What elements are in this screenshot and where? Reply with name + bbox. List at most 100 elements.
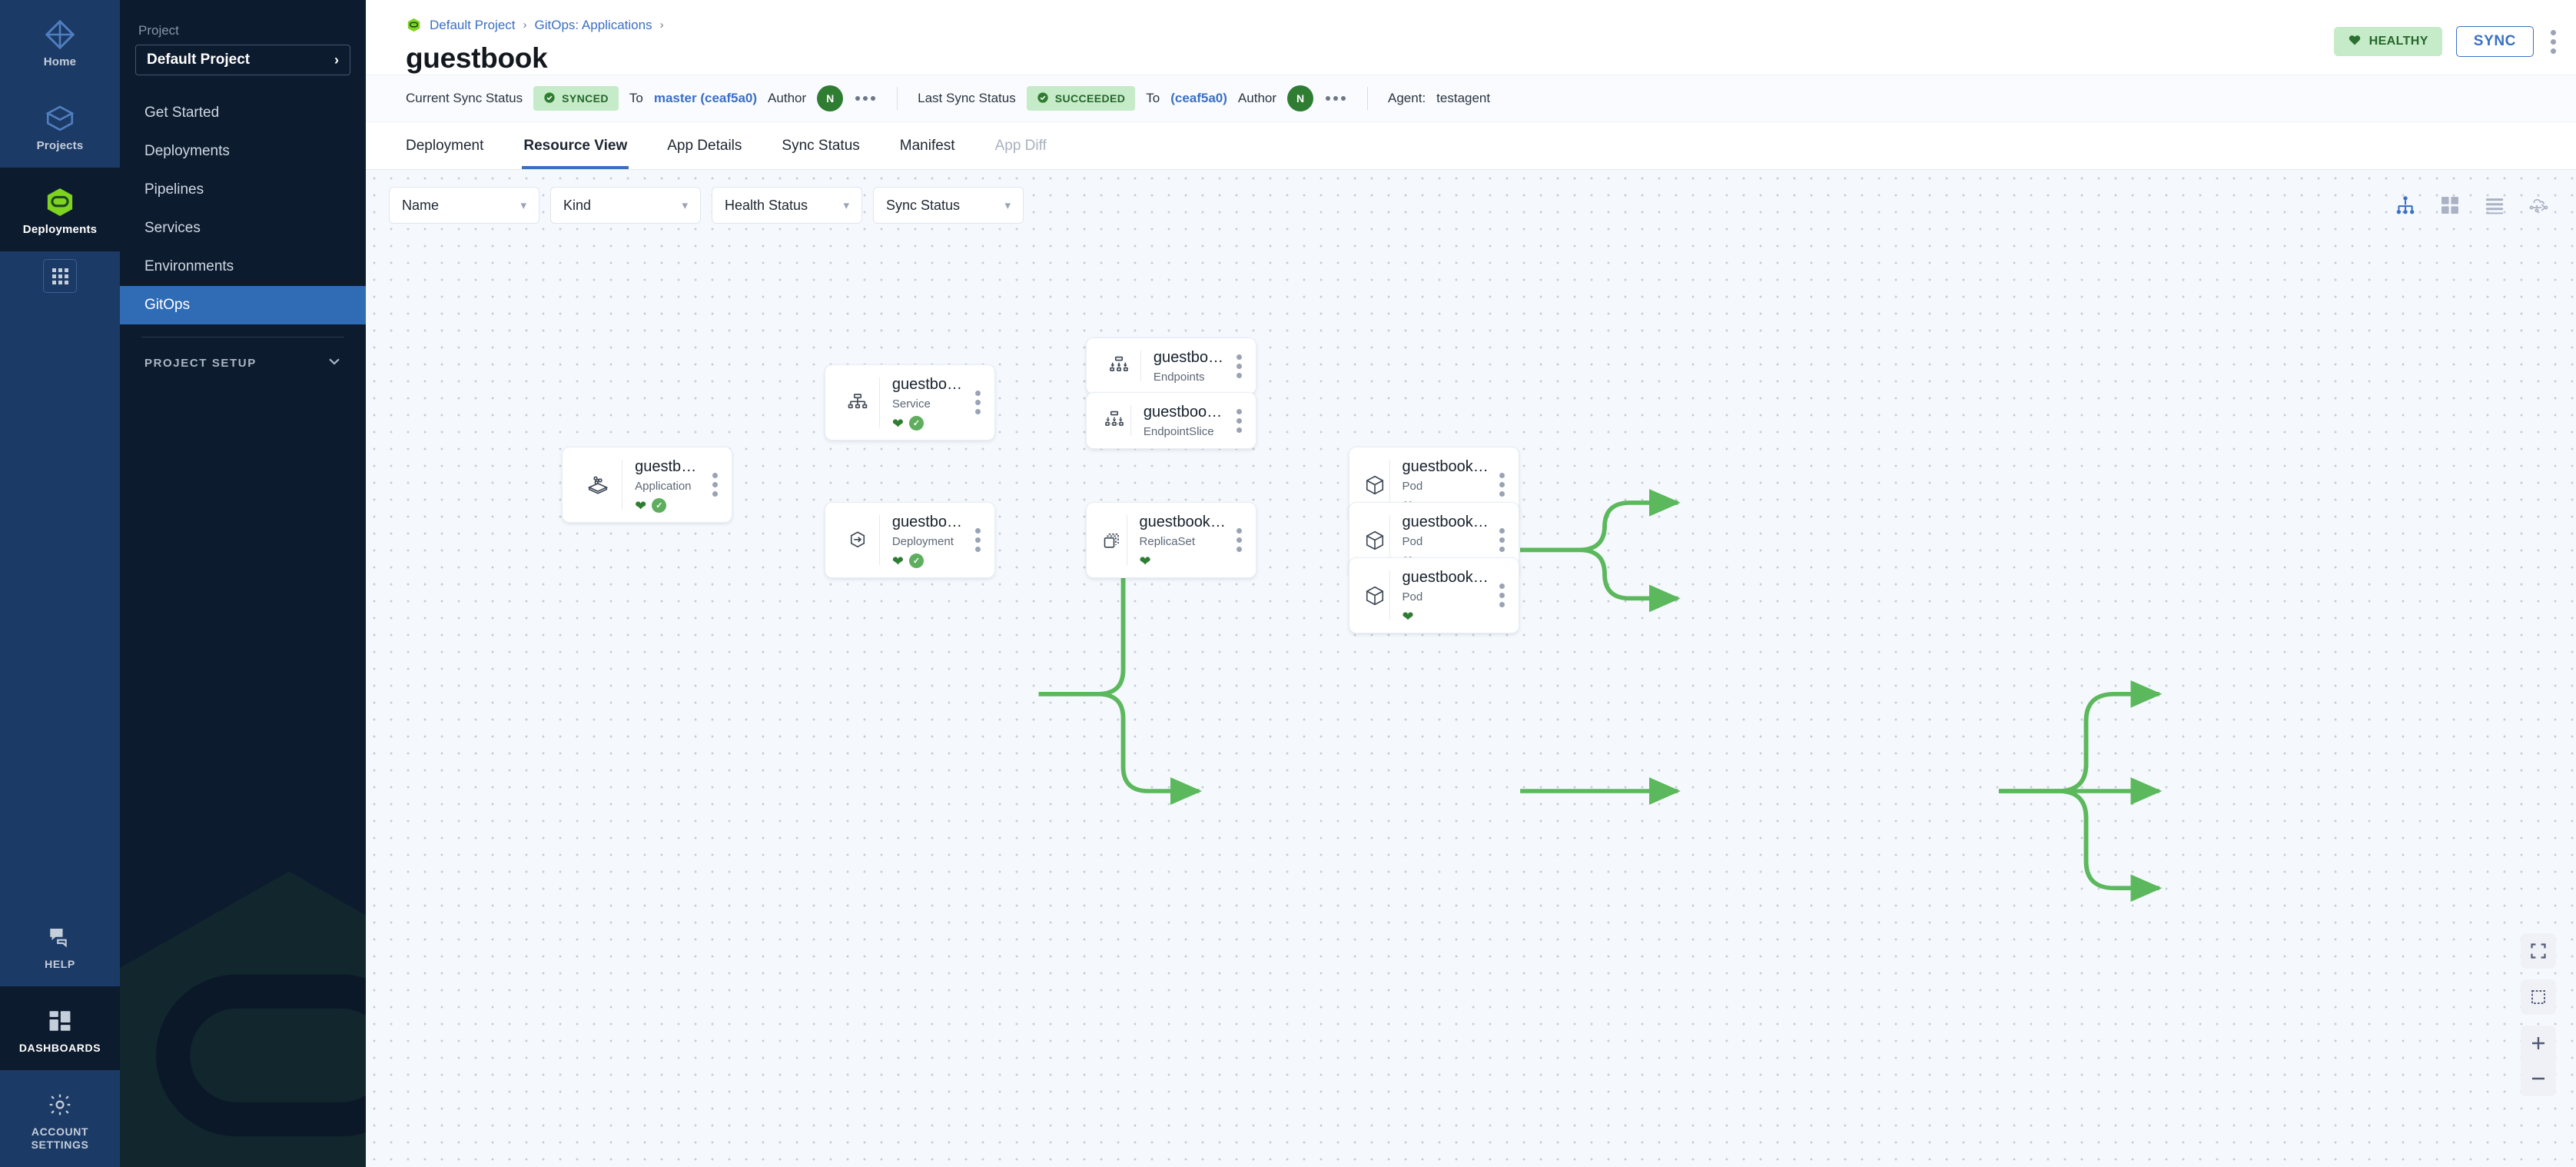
service-icon: [839, 391, 876, 414]
graph-node-service[interactable]: guestbook-ui Service ❤ ✓: [825, 364, 995, 441]
sync-check-icon: ✓: [908, 554, 924, 568]
node-kebab-vertical-icon[interactable]: [1229, 528, 1256, 552]
last-target-revision[interactable]: (ceaf5a0): [1170, 91, 1227, 105]
sidebar-item-environments[interactable]: Environments: [144, 258, 234, 274]
node-kebab-vertical-icon[interactable]: [1229, 354, 1256, 378]
syncbar-divider-2: [1367, 87, 1369, 110]
filter-name[interactable]: Name ▾: [389, 187, 539, 224]
tab-manifest[interactable]: Manifest: [899, 137, 955, 154]
node-kebab-vertical-icon[interactable]: [1492, 473, 1519, 497]
node-divider: [1389, 460, 1390, 510]
sidebar-item-pipelines[interactable]: Pipelines: [144, 181, 204, 198]
home-diamond-icon: [5, 17, 115, 52]
sync-button[interactable]: SYNC: [2455, 26, 2534, 57]
gear-icon: [5, 1087, 115, 1122]
replicaset-icon: [1100, 529, 1124, 552]
resource-graph-canvas[interactable]: Name ▾ Kind ▾ Health Status ▾ Sync Statu…: [366, 170, 2576, 1167]
svg-text:?: ?: [54, 929, 58, 937]
tab-app-details[interactable]: App Details: [667, 137, 742, 154]
last-sync-kebab-horizontal-icon[interactable]: [1324, 93, 1347, 104]
fit-screen-icon[interactable]: [2521, 933, 2556, 969]
tab-sync-status[interactable]: Sync Status: [782, 137, 860, 154]
current-sync-status-text: SYNCED: [562, 92, 609, 105]
graph-edges: [1038, 488, 2163, 903]
node-title: guestbook-ui: [891, 376, 968, 393]
current-to-label: To: [629, 91, 643, 105]
network-view-icon[interactable]: [2528, 194, 2550, 216]
sidebar-project-setup[interactable]: PROJECT SETUP: [120, 337, 366, 373]
sidebar-item-deployments[interactable]: Deployments: [144, 143, 230, 159]
view-mode-group: [2395, 194, 2559, 216]
project-selector[interactable]: Default Project ›: [135, 45, 350, 75]
current-author-avatar: N: [817, 85, 844, 111]
zoom-out-icon[interactable]: [2521, 1061, 2556, 1096]
breadcrumb-item-default-project[interactable]: Default Project: [430, 17, 516, 32]
rail-item-account-settings[interactable]: ACCOUNT SETTINGS: [0, 1070, 120, 1167]
header-kebab-vertical-icon[interactable]: [2548, 27, 2559, 57]
node-kebab-vertical-icon[interactable]: [1492, 584, 1519, 607]
status-badge-healthy[interactable]: HEALTHY: [2333, 27, 2442, 56]
node-body: guestbook-ui-ncpmr EndpointSlice: [1144, 393, 1229, 448]
current-sync-status-label: Current Sync Status: [406, 91, 523, 105]
node-body: guestbook-ui Deployment ❤ ✓: [892, 503, 968, 577]
list-view-icon[interactable]: [2484, 194, 2505, 216]
node-kind: Service: [891, 397, 931, 411]
rail-item-projects[interactable]: Projects: [0, 84, 120, 168]
node-status: ❤ ✓: [892, 416, 968, 431]
last-author-label: Author: [1237, 91, 1277, 105]
node-title: guestbook-ui: [891, 514, 968, 530]
graph-node-replicaset[interactable]: guestbook-ui-5b64f69597 ReplicaSet ❤: [1086, 502, 1256, 578]
zoom-in-icon[interactable]: [2521, 1026, 2556, 1061]
rail-label-dashboards: DASHBOARDS: [18, 1042, 101, 1054]
tree-view-icon[interactable]: [2395, 194, 2416, 216]
syncbar-divider-1: [897, 87, 898, 110]
graph-node-pod-3[interactable]: guestbook-ui-5b64f6959… Pod ❤: [1349, 557, 1519, 633]
tab-deployment[interactable]: Deployment: [406, 137, 484, 154]
rail-label-deployments: Deployments: [22, 223, 98, 236]
filter-sync-status[interactable]: Sync Status ▾: [873, 187, 1024, 224]
node-kind: Pod: [1402, 590, 1423, 603]
pod-icon: [1363, 474, 1386, 497]
tab-bar: Deployment Resource View App Details Syn…: [366, 122, 2576, 170]
sidebar-item-get-started[interactable]: Get Started: [144, 105, 220, 121]
last-to-label: To: [1146, 91, 1160, 105]
filter-kind[interactable]: Kind ▾: [550, 187, 701, 224]
graph-node-endpointslice[interactable]: guestbook-ui-ncpmr EndpointSlice: [1086, 392, 1256, 449]
select-box-icon[interactable]: [2521, 979, 2556, 1015]
graph-node-deployment[interactable]: guestbook-ui Deployment ❤ ✓: [825, 502, 995, 578]
node-kebab-vertical-icon[interactable]: [968, 528, 994, 552]
filter-name-label: Name: [402, 197, 440, 213]
chevron-right-icon: ›: [334, 52, 339, 68]
chevron-down-icon: ▾: [1004, 199, 1011, 212]
sidebar-item-services[interactable]: Services: [144, 220, 201, 236]
node-body: guestbook-ui-5b64f6959… Pod ❤: [1403, 558, 1492, 633]
rail-item-home[interactable]: Home: [0, 0, 120, 84]
edge-replicaset-to-pod3: [1998, 789, 2163, 903]
rail-item-deployments[interactable]: Deployments: [0, 168, 120, 251]
filter-health-status[interactable]: Health Status ▾: [712, 187, 862, 224]
node-kebab-vertical-icon[interactable]: [705, 473, 732, 497]
app-grid-icon[interactable]: [43, 259, 77, 293]
node-kebab-vertical-icon[interactable]: [1492, 528, 1519, 552]
breadcrumb-item-gitops-applications[interactable]: GitOps: Applications: [534, 17, 652, 32]
rail-item-dashboards[interactable]: DASHBOARDS: [0, 986, 120, 1070]
harness-infinity-icon: [5, 185, 115, 220]
node-title: guestbook-ui-5b64f69597: [1139, 514, 1229, 530]
status-badge-healthy-label: HEALTHY: [2369, 35, 2428, 48]
grid-view-icon[interactable]: [2439, 194, 2461, 216]
node-kebab-vertical-icon[interactable]: [968, 391, 994, 414]
rail-item-help[interactable]: ? HELP: [0, 903, 120, 986]
current-sync-kebab-horizontal-icon[interactable]: [854, 93, 877, 104]
node-kebab-vertical-icon[interactable]: [1229, 408, 1256, 433]
page-header: Default Project › GitOps: Applications ›…: [366, 0, 2576, 75]
graph-node-endpoints[interactable]: guestbook-ui Endpoints: [1086, 337, 1256, 394]
node-title: guestbook-ui-ncpmr: [1143, 404, 1229, 421]
tab-resource-view[interactable]: Resource View: [503, 122, 647, 169]
current-sync-status-badge: SYNCED: [533, 86, 619, 111]
current-target-revision[interactable]: master (ceaf5a0): [653, 91, 758, 105]
chevron-down-icon: ▾: [843, 199, 849, 212]
graph-node-application[interactable]: guestbook Application ❤ ✓: [562, 447, 732, 523]
node-body: guestbook-ui Service ❤ ✓: [892, 365, 968, 440]
sidebar-item-gitops[interactable]: GitOps: [120, 286, 366, 324]
deployment-icon: [839, 529, 876, 552]
